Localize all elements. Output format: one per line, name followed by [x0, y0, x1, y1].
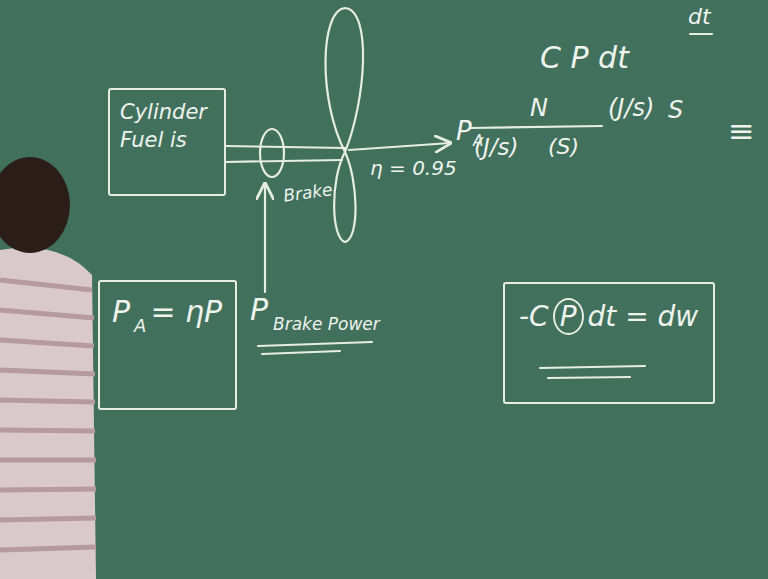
- underline: [548, 377, 630, 378]
- part-name: Brake: [282, 179, 334, 206]
- underline: [690, 33, 712, 35]
- chalk-text: Cylinder: [120, 100, 214, 124]
- efficiency-value: η = 0.95: [370, 156, 457, 180]
- thrust-arrow: [349, 143, 450, 150]
- underline: [258, 342, 372, 346]
- underline: [540, 366, 645, 368]
- chalk-text: A: [134, 315, 146, 336]
- brake-symbol: [260, 129, 284, 177]
- symbol: P: [250, 292, 268, 327]
- subscript: Brake Power: [273, 314, 380, 334]
- unit: (S): [548, 134, 579, 159]
- unit: S: [668, 96, 683, 124]
- unit: N: [530, 94, 548, 122]
- formula-box: PA= ηP: [98, 280, 237, 410]
- propeller-blade: [325, 8, 363, 152]
- chalk-text: P: [112, 294, 130, 329]
- text-group: CylinderFuel is: [120, 100, 214, 152]
- fraction-line: [470, 126, 602, 128]
- underline: [262, 351, 340, 354]
- chalk-text: P: [553, 298, 584, 335]
- formula-box: -CPdt = dw: [503, 282, 715, 404]
- differential: dt: [688, 4, 711, 29]
- unit: (J/s): [474, 134, 518, 160]
- chalk-text: dt = dw: [588, 300, 699, 333]
- chalk-text: -C: [519, 300, 549, 333]
- expression: C P dt: [540, 40, 629, 75]
- text-group: -CPdt = dw: [519, 298, 699, 335]
- leader-arrow: [264, 184, 266, 292]
- equivalence-sign: ≡: [728, 112, 755, 150]
- symbol: P: [456, 116, 472, 146]
- lecturer: [0, 157, 96, 579]
- chalk-text: Fuel is: [120, 128, 214, 152]
- formula-box: CylinderFuel is: [108, 88, 226, 196]
- chalk-text: = ηP: [150, 294, 222, 329]
- propeller-blade: [334, 152, 355, 242]
- shaft-line: [225, 146, 345, 148]
- text-group: PA= ηP: [112, 294, 223, 329]
- unit: (J/s): [608, 94, 654, 122]
